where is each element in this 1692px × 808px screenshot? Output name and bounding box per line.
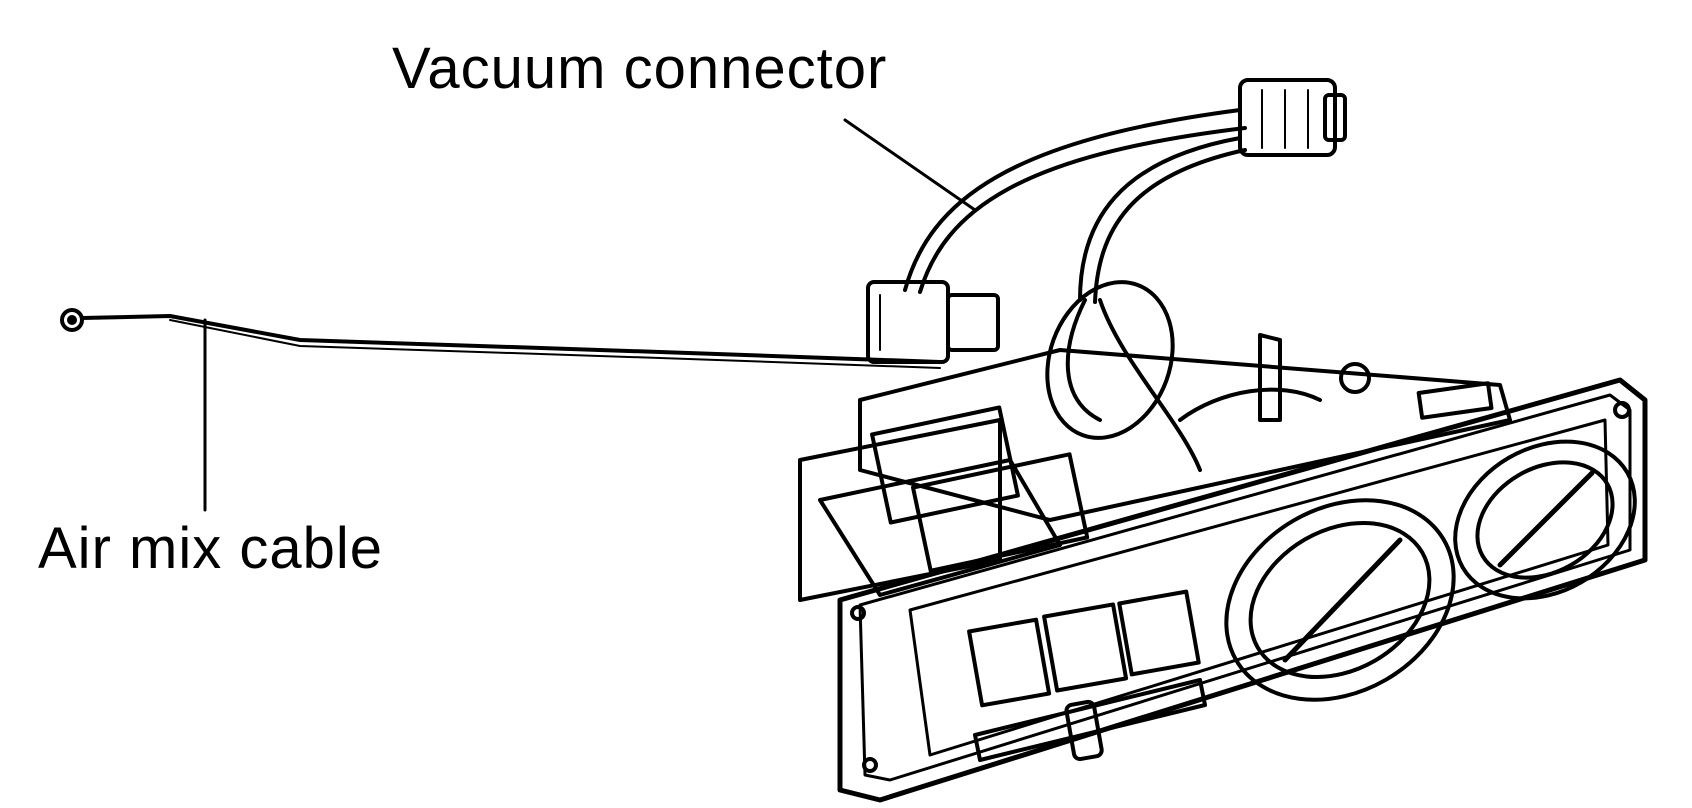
secondary-connector-icon [866,280,1000,364]
temperature-knob [1224,498,1456,702]
vacuum-connector-icon [1238,78,1347,157]
push-buttons [967,589,1201,708]
vacuum-connector-label: Vacuum connector [392,36,888,101]
control-panel-faceplate [837,377,1648,803]
air-mix-cable-label: Air mix cable [38,516,383,581]
mode-knob [1453,439,1637,601]
vacuum-hoses [903,108,1247,472]
fan-slider [973,678,1207,762]
air-mix-cable [60,308,942,369]
vacuum-connector-leader [843,118,977,212]
control-unit-body [798,280,1512,602]
